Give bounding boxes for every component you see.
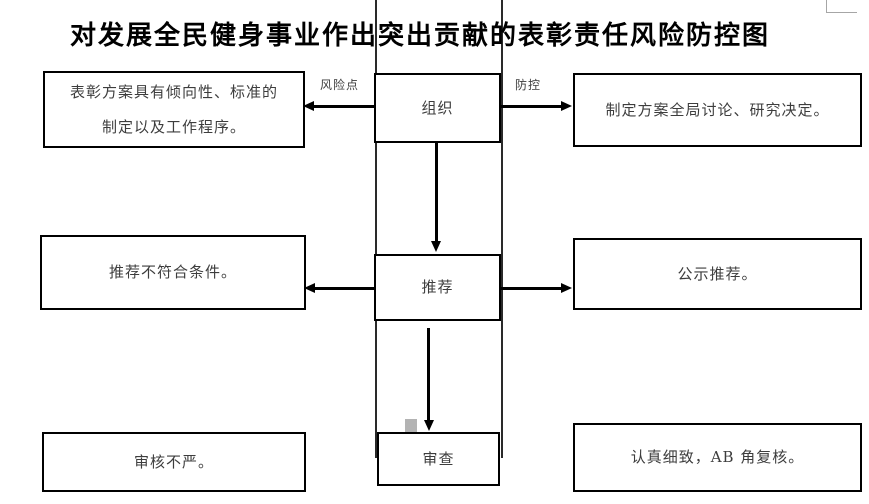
arrow-recommend-to-review-head-icon	[424, 420, 434, 431]
arrow-recommend-to-control-shaft	[501, 287, 562, 290]
arrow-organize-to-recommend-head-icon	[431, 241, 441, 252]
page-title: 对发展全民健身事业作出突出贡献的表彰责任风险防控图	[70, 20, 771, 50]
control-label: 防控	[515, 78, 542, 92]
arrow-recommend-to-risk-head-icon	[304, 283, 315, 293]
step-box-review: 审查	[377, 432, 500, 486]
control-box-organize: 制定方案全局讨论、研究决定。	[573, 73, 862, 147]
risk-box-review: 审核不严。	[42, 432, 306, 492]
control-box-recommend: 公示推荐。	[573, 238, 862, 310]
arrow-organize-to-control-shaft	[501, 105, 562, 108]
risk-box-recommend: 推荐不符合条件。	[40, 235, 306, 310]
step-box-recommend: 推荐	[374, 254, 501, 321]
center-column-left-line	[375, 0, 377, 458]
arrow-recommend-to-review-shaft	[427, 328, 430, 422]
center-column-right-line	[501, 0, 503, 458]
text-frame-corner-mark	[826, 0, 857, 13]
risk-box-organize: 表彰方案具有倾向性、标准的 制定以及工作程序。	[43, 71, 305, 148]
control-box-review: 认真细致，AB 角复核。	[573, 423, 862, 492]
arrow-organize-to-risk-head-icon	[303, 101, 314, 111]
arrow-recommend-to-control-head-icon	[561, 283, 572, 293]
gray-cursor-artifact	[405, 419, 417, 432]
arrow-organize-to-recommend-shaft	[435, 143, 438, 243]
arrow-organize-to-control-head-icon	[561, 101, 572, 111]
arrow-organize-to-risk-shaft	[312, 105, 376, 108]
risk-point-label: 风险点	[320, 78, 360, 92]
arrow-recommend-to-risk-shaft	[313, 287, 376, 290]
step-box-organize: 组织	[374, 73, 501, 143]
